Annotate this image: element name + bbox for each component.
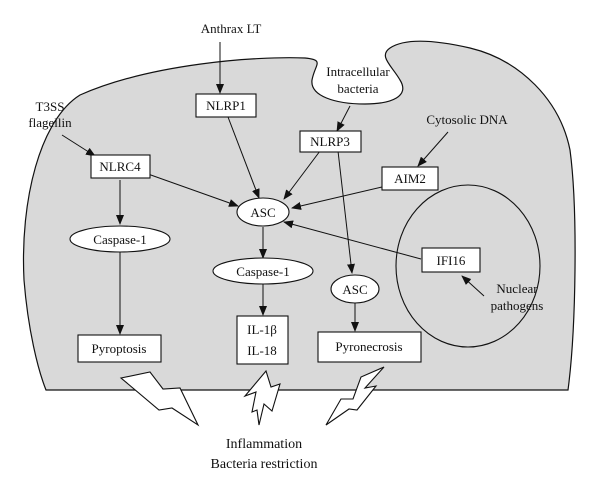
cytosolic-dna-label: Cytosolic DNA	[426, 112, 508, 127]
edge-nlrp3-asc-right	[337, 150, 355, 274]
lightning-bolt-center-icon	[243, 369, 281, 426]
nuclear-pathogens-label-2: pathogens	[491, 298, 544, 313]
caspase1-center-label: Caspase-1	[236, 264, 289, 279]
nlrc4-label: NLRC4	[99, 159, 141, 174]
node-caspase1-center: Caspase-1	[212, 257, 314, 285]
asc-right-label: ASC	[342, 282, 367, 297]
node-il: IL-1β IL-18	[236, 315, 289, 365]
lightning-bolt-left-icon	[119, 371, 200, 427]
aim2-label: AIM2	[394, 171, 426, 186]
edge-dna-aim2	[417, 131, 449, 167]
edges	[61, 42, 485, 335]
intracellular-bacteria-label-2: bacteria	[337, 81, 378, 96]
nlrp1-label: NLRP1	[206, 98, 246, 113]
intracellular-bacteria-label-1: Intracellular	[326, 64, 390, 79]
cell-body	[22, 40, 576, 391]
edge-t3ss-nlrc4	[61, 134, 96, 157]
edge-nlrp1-asc	[227, 116, 260, 199]
nuclear-pathogens-label-1: Nuclear	[496, 281, 538, 296]
pyroptosis-label: Pyroptosis	[92, 341, 147, 356]
node-ifi16: IFI16	[421, 247, 481, 273]
il18-label: IL-18	[247, 343, 277, 358]
edge-nuclear-ifi16	[461, 275, 485, 297]
edge-nlrc4-asc	[147, 173, 239, 207]
anthrax-lt-label: Anthrax LT	[201, 21, 262, 36]
node-pyronecrosis: Pyronecrosis	[317, 331, 422, 363]
node-nlrp1: NLRP1	[195, 93, 257, 118]
node-pyroptosis: Pyroptosis	[77, 334, 162, 363]
nucleus	[395, 184, 541, 348]
t3ss-label-2: flagellin	[28, 115, 72, 130]
edge-bacteria-nlrp3	[336, 105, 351, 132]
node-aim2: AIM2	[381, 166, 439, 191]
pyronecrosis-label: Pyronecrosis	[335, 339, 402, 354]
asc-center-label: ASC	[250, 205, 275, 220]
node-nlrp3: NLRP3	[299, 130, 362, 153]
t3ss-label-1: T3SS	[36, 99, 65, 114]
edge-nlrp3-asc	[283, 150, 321, 200]
lightning-bolt-right-icon	[325, 366, 385, 426]
ifi16-label: IFI16	[437, 253, 466, 268]
node-nlrc4: NLRC4	[90, 154, 151, 179]
caspase1-left-label: Caspase-1	[93, 232, 146, 247]
inflammation-label: Inflammation	[226, 437, 302, 452]
node-caspase1-left: Caspase-1	[69, 225, 171, 253]
bacteria-restriction-label: Bacteria restriction	[211, 457, 318, 472]
nlrp3-label: NLRP3	[310, 134, 350, 149]
node-asc-center: ASC	[236, 197, 290, 227]
edge-aim2-asc	[291, 186, 383, 210]
node-asc-right: ASC	[330, 274, 380, 304]
edge-ifi16-asc	[283, 220, 422, 260]
il1b-label: IL-1β	[247, 322, 277, 337]
